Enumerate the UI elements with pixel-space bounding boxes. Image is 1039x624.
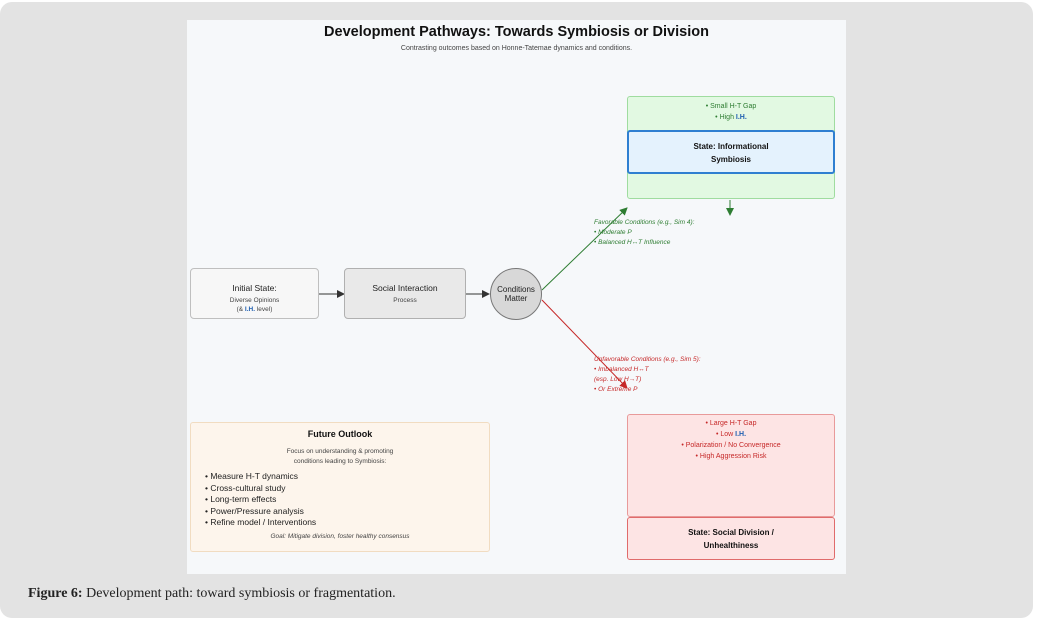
symbiosis-state-line2: Symbiosis (710, 155, 751, 164)
list-item: Measure H-T dynamics (205, 471, 316, 483)
caption-text: Development path: toward symbiosis or fr… (82, 586, 396, 601)
list-item: Power/Pressure analysis (205, 506, 316, 518)
outlook-title: Future Outlook (307, 429, 373, 439)
diagram-subtitle: Contrasting outcomes based on Honne-Tate… (400, 45, 633, 52)
division-bullet-aggression: • High Aggression Risk (695, 453, 767, 460)
division-state-box: State: Social Division / Unhealthiness (627, 517, 835, 560)
arrow-to-division (541, 299, 628, 389)
list-item: Refine model / Interventions (205, 517, 316, 529)
symbiosis-state-box: State: Informational Symbiosis (627, 130, 835, 174)
diagram-title: Development Pathways: Towards Symbiosis … (324, 24, 709, 40)
figure-caption: Figure 6: Development path: toward symbi… (28, 586, 396, 602)
favorable-conditions-label: Favorable Conditions (e.g., Sim 4): • Mo… (594, 219, 695, 246)
division-state-line1: State: Social Division / (688, 528, 774, 537)
ih-highlight: I.H. (244, 306, 256, 313)
arrow-to-symbiosis (541, 207, 628, 291)
social-interaction-box: Social Interaction Process (344, 268, 466, 319)
connector-arrows (319, 200, 734, 389)
future-outlook-panel: Future Outlook Focus on understanding & … (190, 422, 490, 552)
outlook-description: Focus on understanding & promoting condi… (286, 448, 394, 465)
division-state-line2: Unhealthiness (703, 541, 759, 550)
conditions-line1: Conditions (497, 285, 535, 294)
initial-state-line1: Diverse Opinions (229, 297, 280, 304)
division-bullet-polarization: • Polarization / No Convergence (681, 442, 781, 449)
division-bullet-gap: • Large H-T Gap (705, 420, 757, 427)
social-interaction-title: Social Interaction (372, 283, 438, 293)
initial-state-line2: (& I.H. level) (236, 306, 273, 313)
initial-state-title: Initial State: (232, 283, 277, 293)
outlook-goal: Goal: Mitigate division, foster healthy … (270, 533, 410, 540)
outlook-list: Measure H-T dynamics Cross-cultural stud… (205, 471, 316, 529)
list-item: Cross-cultural study (205, 483, 316, 495)
symbiosis-bullet-ih: • High I.H. (715, 114, 747, 121)
caption-label: Figure 6: (28, 586, 83, 601)
symbiosis-state-line1: State: Informational (693, 142, 769, 151)
list-item: Long-term effects (205, 494, 316, 506)
social-interaction-subtitle: Process (393, 297, 417, 304)
unfavorable-conditions-label: Unfavorable Conditions (e.g., Sim 5): • … (594, 356, 701, 393)
symbiosis-bullet-gap: • Small H-T Gap (705, 103, 757, 110)
initial-state-box: Initial State: Diverse Opinions (& I.H. … (190, 268, 319, 319)
division-panel: • Large H-T Gap • Low I.H. • Polarizatio… (627, 414, 835, 517)
diagram-canvas: Development Pathways: Towards Symbiosis … (187, 20, 846, 574)
conditions-matter-node: Conditions Matter (490, 268, 542, 320)
division-bullet-ih: • Low I.H. (715, 431, 747, 438)
conditions-line2: Matter (504, 294, 528, 303)
